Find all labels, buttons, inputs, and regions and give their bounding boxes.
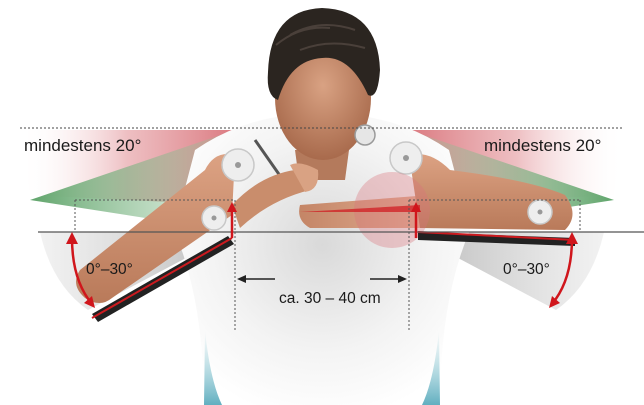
label-distance: ca. 30 – 40 cm (279, 291, 381, 307)
label-range-left: 0°–30° (86, 262, 133, 278)
label-min-left: mindestens 20° (24, 137, 141, 154)
label-min-right: mindestens 20° (484, 137, 601, 154)
label-range-right: 0°–30° (503, 262, 550, 278)
